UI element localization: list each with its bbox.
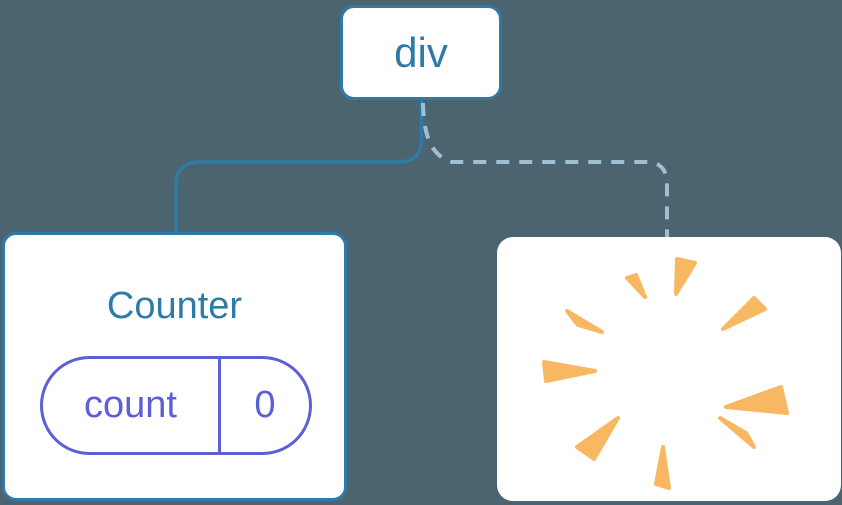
state-pill-name: count [84,384,177,426]
node-removed [497,237,841,501]
poof-ray [575,416,620,461]
node-div: div [340,5,502,100]
poof-ray [721,296,767,331]
poof-ray [542,360,597,383]
poof-ray [565,309,604,334]
node-counter: Counter count 0 [2,232,347,501]
poof-ray [654,445,671,490]
counter-title: Counter [106,285,243,327]
poof-burst-icon [542,257,789,490]
poof-ray [674,257,697,296]
node-div-label: div [394,28,448,76]
state-pill: count 0 [40,356,312,455]
poof-ray [724,385,789,415]
edge-solid-div-to-counter [174,100,424,234]
state-pill-value: 0 [218,359,309,452]
poof-ray [625,273,647,299]
poof-ray [718,416,756,449]
edge-dashed-div-to-removed [421,102,669,239]
